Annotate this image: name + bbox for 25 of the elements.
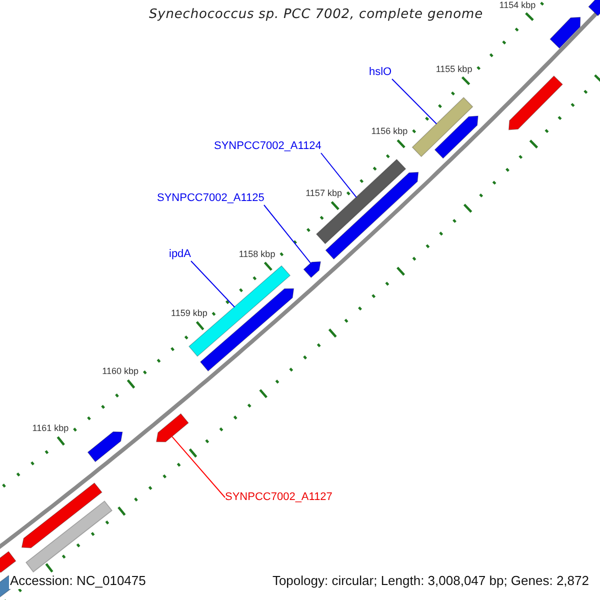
leader-line xyxy=(264,204,312,264)
tick-label: 1156 kbp xyxy=(371,126,408,137)
gene-feature xyxy=(303,261,322,278)
tick-label: 1158 kbp xyxy=(238,248,276,259)
tick-label: 1155 kbp xyxy=(436,64,472,74)
tick-label: 1157 kbp xyxy=(306,188,342,198)
gene-label: hslO xyxy=(369,66,392,79)
leader-line xyxy=(320,152,357,198)
gene-label: SYNPCC7002_A1125 xyxy=(157,192,264,205)
gene-label: SYNPCC7002_A1124 xyxy=(214,140,322,153)
gene-bar xyxy=(188,265,291,357)
genome-summary: Topology: circular; Length: 3,008,047 bp; Genes: 2,872 xyxy=(271,574,590,589)
tick-label: 1160 kbp xyxy=(102,366,138,376)
leader-line xyxy=(190,260,236,308)
tick-label: 1154 kbp xyxy=(499,0,536,10)
gene-feature xyxy=(156,413,189,442)
tick-label: 1161 kbp xyxy=(32,422,69,433)
accession-text: Accession: NC_010475 xyxy=(9,574,147,589)
gene-label: ipdA xyxy=(169,248,192,261)
gene-bar xyxy=(412,96,474,158)
gene-label: SYNPCC7002_A1127 xyxy=(225,491,332,504)
leader-line xyxy=(392,78,438,124)
leader-line xyxy=(172,436,226,498)
tick-label: 1159 kbp xyxy=(171,308,208,318)
title: Synechococcus sp. PCC 7002, complete genome xyxy=(149,8,483,23)
